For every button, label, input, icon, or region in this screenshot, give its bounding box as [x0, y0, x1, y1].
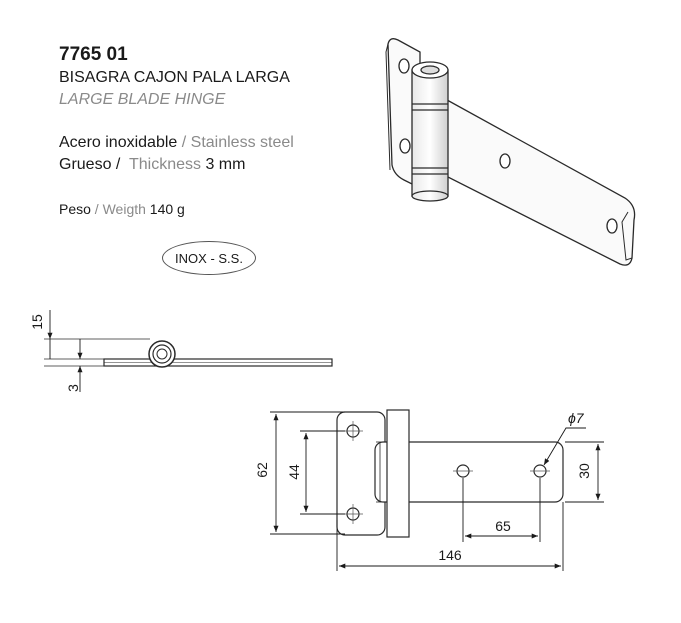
material-spanish: Acero inoxidable	[59, 134, 178, 151]
thickness-line: Grueso / Thickness 3 mm	[59, 156, 245, 174]
front-view	[336, 409, 564, 538]
front-view-dimensions	[270, 411, 604, 571]
barrel-pin-3d	[420, 65, 440, 75]
long-blade-3d	[437, 93, 636, 266]
dim-side-thickness: 3	[65, 384, 81, 392]
dim-hole-spacing-vertical: 44	[286, 464, 302, 480]
leaf-hole-bottom-3d	[399, 138, 411, 154]
hinge-barrel-3d	[411, 69, 449, 197]
blade-hole-1-3d	[499, 153, 511, 169]
weight-value: 140 g	[145, 201, 185, 217]
dim-overall-length: 146	[438, 547, 462, 563]
blade-hole-2-3d	[606, 218, 618, 234]
inox-badge: INOX - S.S.	[162, 241, 256, 275]
front-view-knuckle	[386, 409, 410, 538]
material-separator: /	[177, 134, 191, 151]
product-name-english: LARGE BLADE HINGE	[59, 91, 226, 108]
dim-side-height: 15	[29, 314, 45, 330]
product-name-spanish: BISAGRA CAJON PALA LARGA	[59, 69, 290, 86]
dim-overall-height: 62	[254, 462, 270, 478]
dim-hole-diameter: ϕ7	[568, 410, 585, 426]
thickness-spanish: Grueso	[59, 156, 112, 173]
side-view	[44, 310, 333, 392]
isometric-hinge-view	[385, 38, 636, 266]
weight-english: Weigth	[102, 201, 146, 217]
thickness-value: 3 mm	[201, 156, 246, 173]
material-english: Stainless steel	[190, 134, 294, 151]
product-code: 7765 01	[59, 44, 128, 65]
dim-hole-spacing-horizontal: 65	[495, 518, 511, 534]
dim-blade-height: 30	[576, 463, 592, 479]
leaf-hole-top-3d	[398, 58, 410, 74]
weight-spanish: Peso	[59, 201, 91, 217]
thickness-english: Thickness	[128, 156, 201, 173]
thickness-separator: /	[111, 156, 129, 173]
hole-diameter-leader	[543, 427, 586, 466]
weight-line: Peso / Weigth 140 g	[59, 201, 185, 217]
material-line: Acero inoxidable / Stainless steel	[59, 134, 294, 152]
weight-separator: /	[90, 201, 103, 217]
